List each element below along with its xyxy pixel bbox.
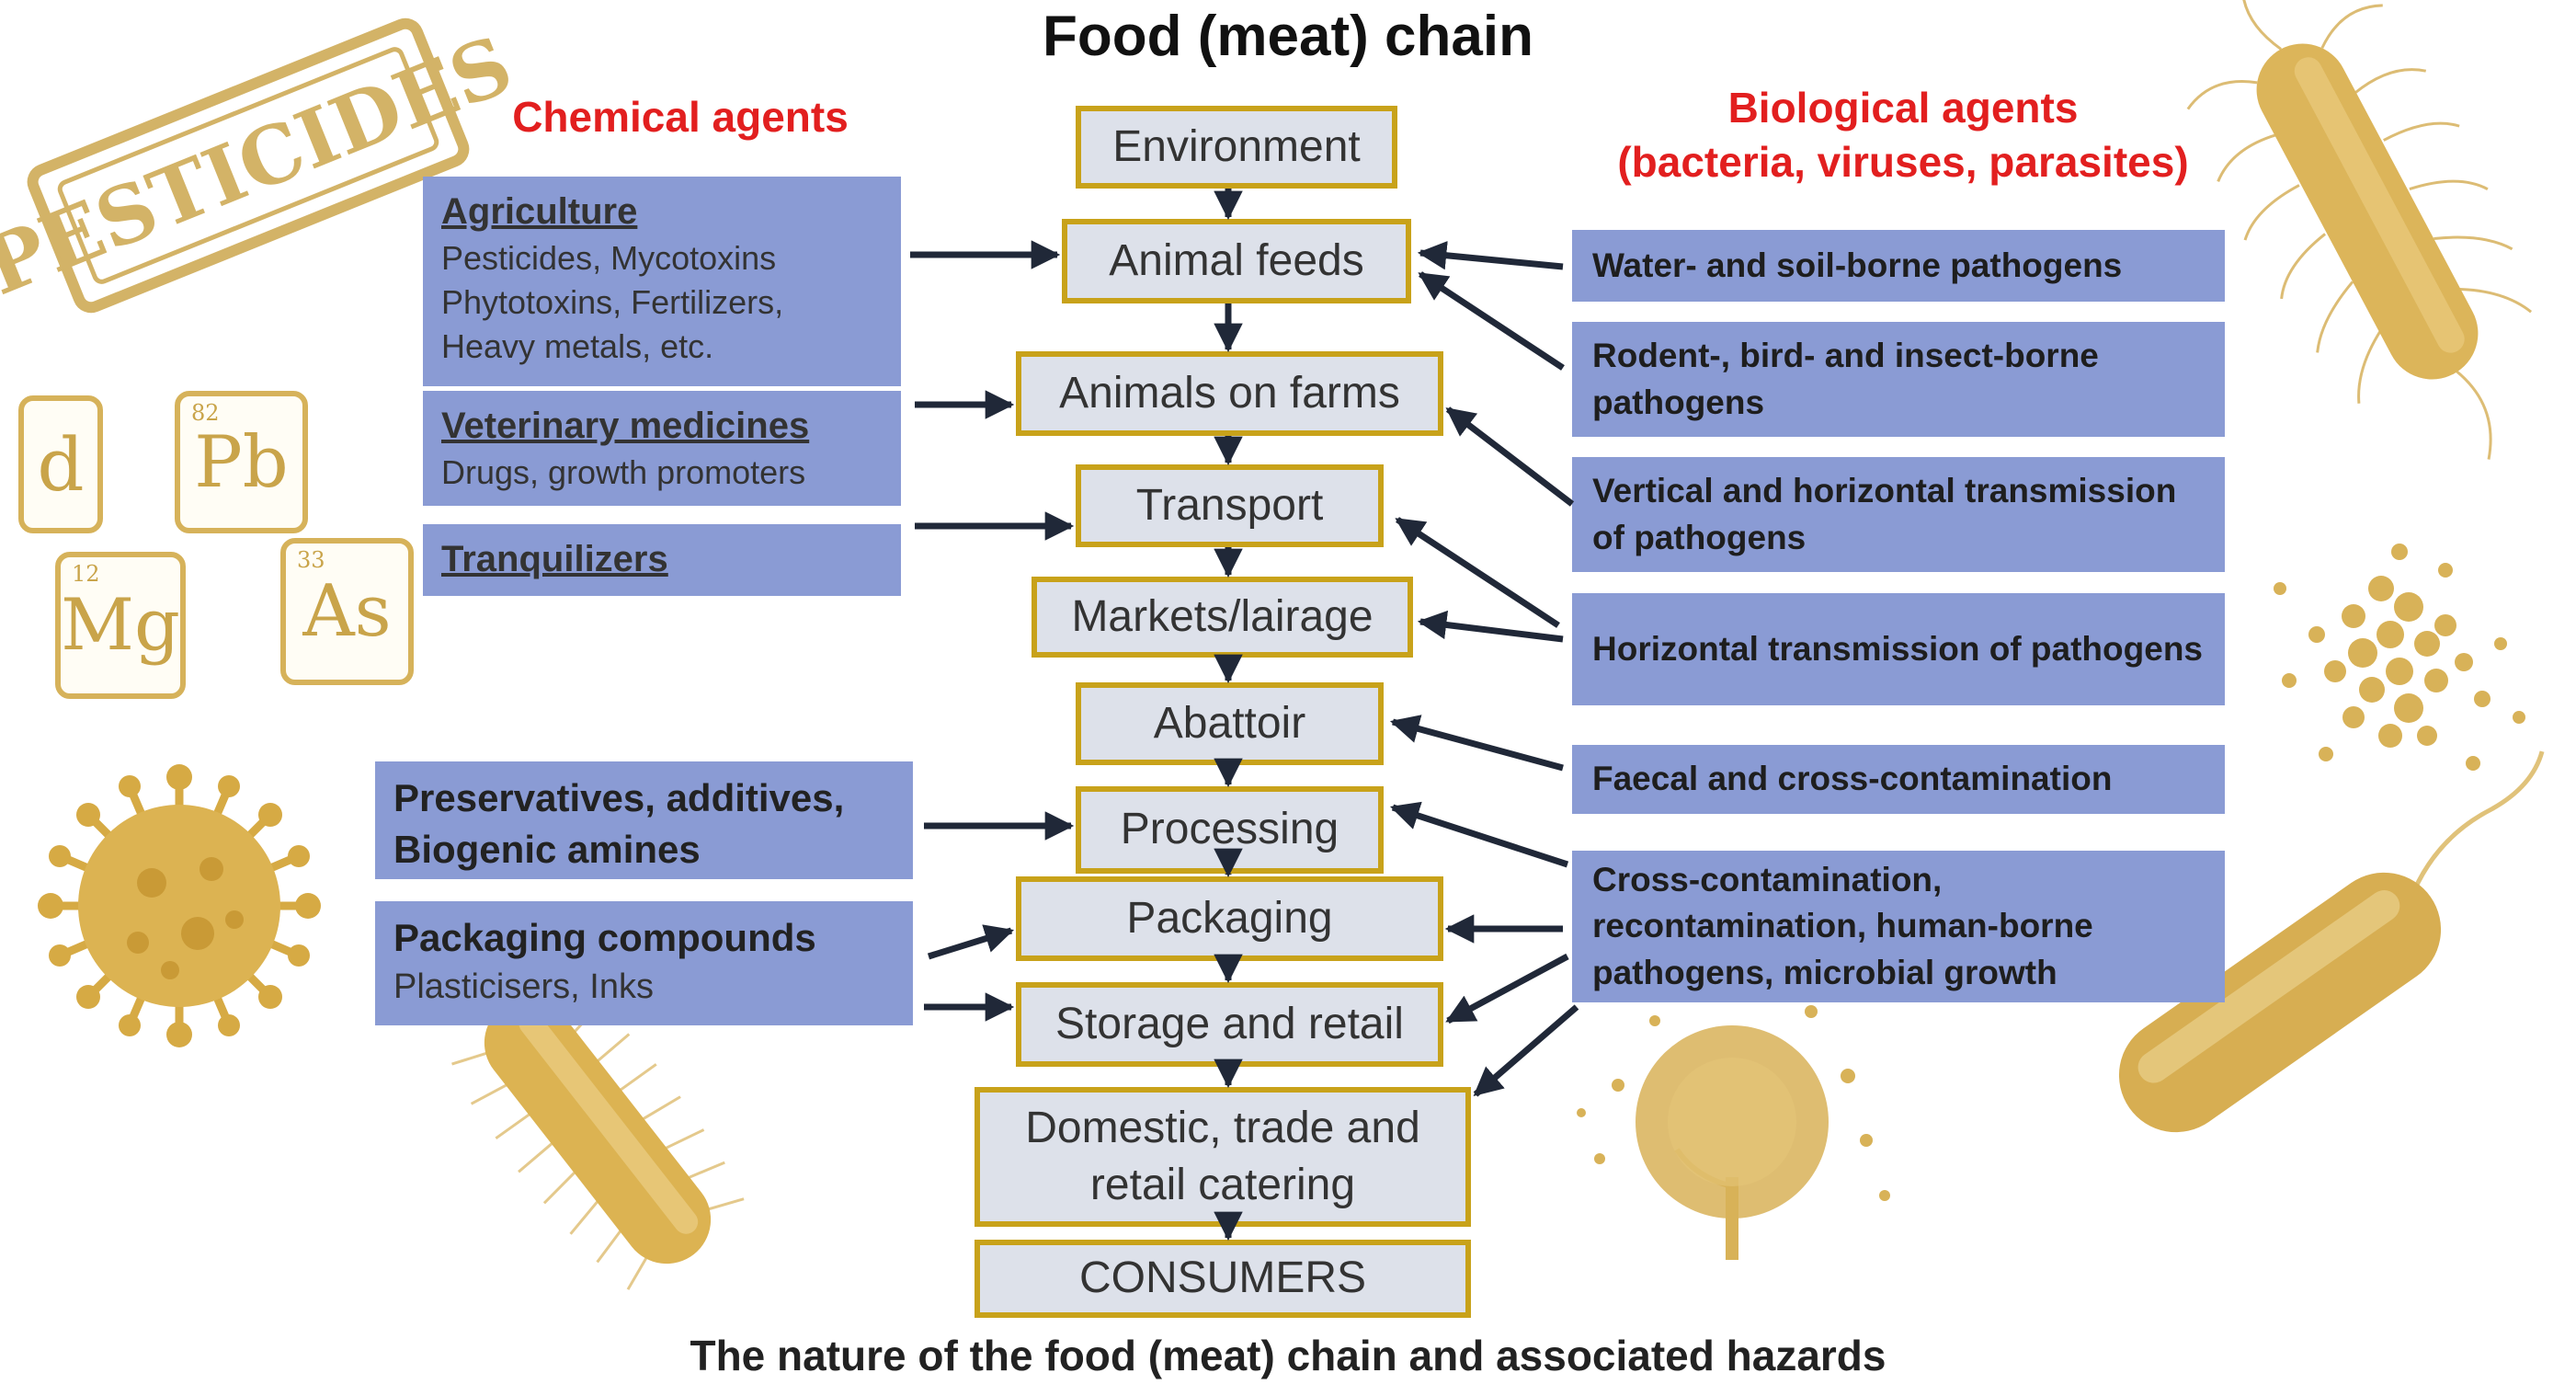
biological-box-water-soil: Water- and soil-borne pathogens bbox=[1572, 230, 2225, 302]
element-tile-magnesium: 12 Mg bbox=[55, 552, 186, 699]
biological-box-cross-contamination: Cross-contamination, recontamination, hu… bbox=[1572, 851, 2225, 1002]
element-tile-partial: d bbox=[18, 395, 103, 533]
diagram-caption: The nature of the food (meat) chain and … bbox=[690, 1332, 1886, 1379]
biological-arrow bbox=[1473, 1004, 1579, 1097]
biological-box-vertical-horizontal: Vertical and horizontal transmission of … bbox=[1572, 457, 2225, 572]
stage-abattoir: Abattoir bbox=[1076, 682, 1384, 765]
chemical-arrow bbox=[927, 924, 1015, 960]
biological-box-rodent-bird-insect: Rodent-, bird- and insect-borne pathogen… bbox=[1572, 322, 2225, 437]
biological-arrow bbox=[1390, 801, 1569, 868]
preservatives-line: Biogenic amines bbox=[393, 827, 701, 871]
stage-transport: Transport bbox=[1076, 464, 1384, 547]
veterinary-heading: Veterinary medicines bbox=[441, 406, 810, 446]
agriculture-line: Pesticides, Mycotoxins bbox=[441, 239, 777, 278]
biological-arrow bbox=[1417, 241, 1564, 270]
chemical-box-agriculture: Agriculture Pesticides, Mycotoxins Phyto… bbox=[423, 177, 901, 386]
biological-arrow bbox=[1417, 610, 1564, 643]
biological-arrow bbox=[1395, 517, 1560, 628]
stage-consumers: CONSUMERS bbox=[975, 1240, 1471, 1318]
packaging-compounds-heading: Packaging compounds bbox=[393, 916, 816, 959]
hairy-bacterium-icon bbox=[451, 972, 745, 1290]
element-tile-lead: 82 Pb bbox=[175, 391, 308, 533]
preservatives-line: Preservatives, additives, bbox=[393, 776, 845, 819]
biological-arrow bbox=[1389, 715, 1564, 772]
biological-agents-heading: Biological agents (bacteria, viruses, pa… bbox=[1526, 81, 2280, 189]
packaging-line: Plasticisers, Inks bbox=[393, 967, 654, 1006]
biological-heading-line-2: (bacteria, viruses, parasites) bbox=[1617, 137, 2189, 186]
mould-conidiophore-icon bbox=[1577, 1005, 1890, 1260]
stage-environment: Environment bbox=[1076, 106, 1397, 189]
stage-animal-feeds: Animal feeds bbox=[1062, 219, 1411, 303]
biological-heading-line-1: Biological agents bbox=[1727, 84, 2079, 132]
stage-catering: Domestic, trade and retail catering bbox=[975, 1087, 1471, 1227]
element-tile-arsenic: 33 As bbox=[280, 538, 414, 685]
biological-arrow bbox=[1445, 406, 1575, 507]
chemical-box-packaging: Packaging compounds Plasticisers, Inks bbox=[375, 901, 913, 1025]
veterinary-line: Drugs, growth promoters bbox=[441, 453, 806, 492]
biological-arrow bbox=[1445, 953, 1569, 1024]
biological-arrow bbox=[1418, 271, 1565, 371]
tranquilizers-heading: Tranquilizers bbox=[441, 539, 668, 579]
chemical-agents-heading: Chemical agents bbox=[512, 93, 849, 141]
chemical-box-tranquilizers: Tranquilizers bbox=[423, 524, 901, 596]
rod-bacterium-bottom-right-icon bbox=[2118, 750, 2545, 1133]
chemical-box-veterinary: Veterinary medicines Drugs, growth promo… bbox=[423, 391, 901, 506]
diagram-title: Food (meat) chain bbox=[1043, 5, 1533, 68]
stage-animals-on-farms: Animals on farms bbox=[1016, 351, 1443, 436]
biological-box-horizontal: Horizontal transmission of pathogens bbox=[1572, 593, 2225, 705]
agriculture-line: Heavy metals, etc. bbox=[441, 326, 714, 365]
agriculture-line: Phytotoxins, Fertilizers, bbox=[441, 283, 784, 322]
virus-icon bbox=[38, 764, 321, 1047]
agriculture-heading: Agriculture bbox=[441, 191, 638, 232]
spore-cluster-icon bbox=[2274, 544, 2525, 771]
stage-storage-retail: Storage and retail bbox=[1016, 982, 1443, 1067]
biological-box-faecal: Faecal and cross-contamination bbox=[1572, 745, 2225, 814]
rod-bacterium-top-right-icon bbox=[2186, 0, 2533, 460]
chemical-box-preservatives: Preservatives, additives, Biogenic amine… bbox=[375, 761, 913, 879]
